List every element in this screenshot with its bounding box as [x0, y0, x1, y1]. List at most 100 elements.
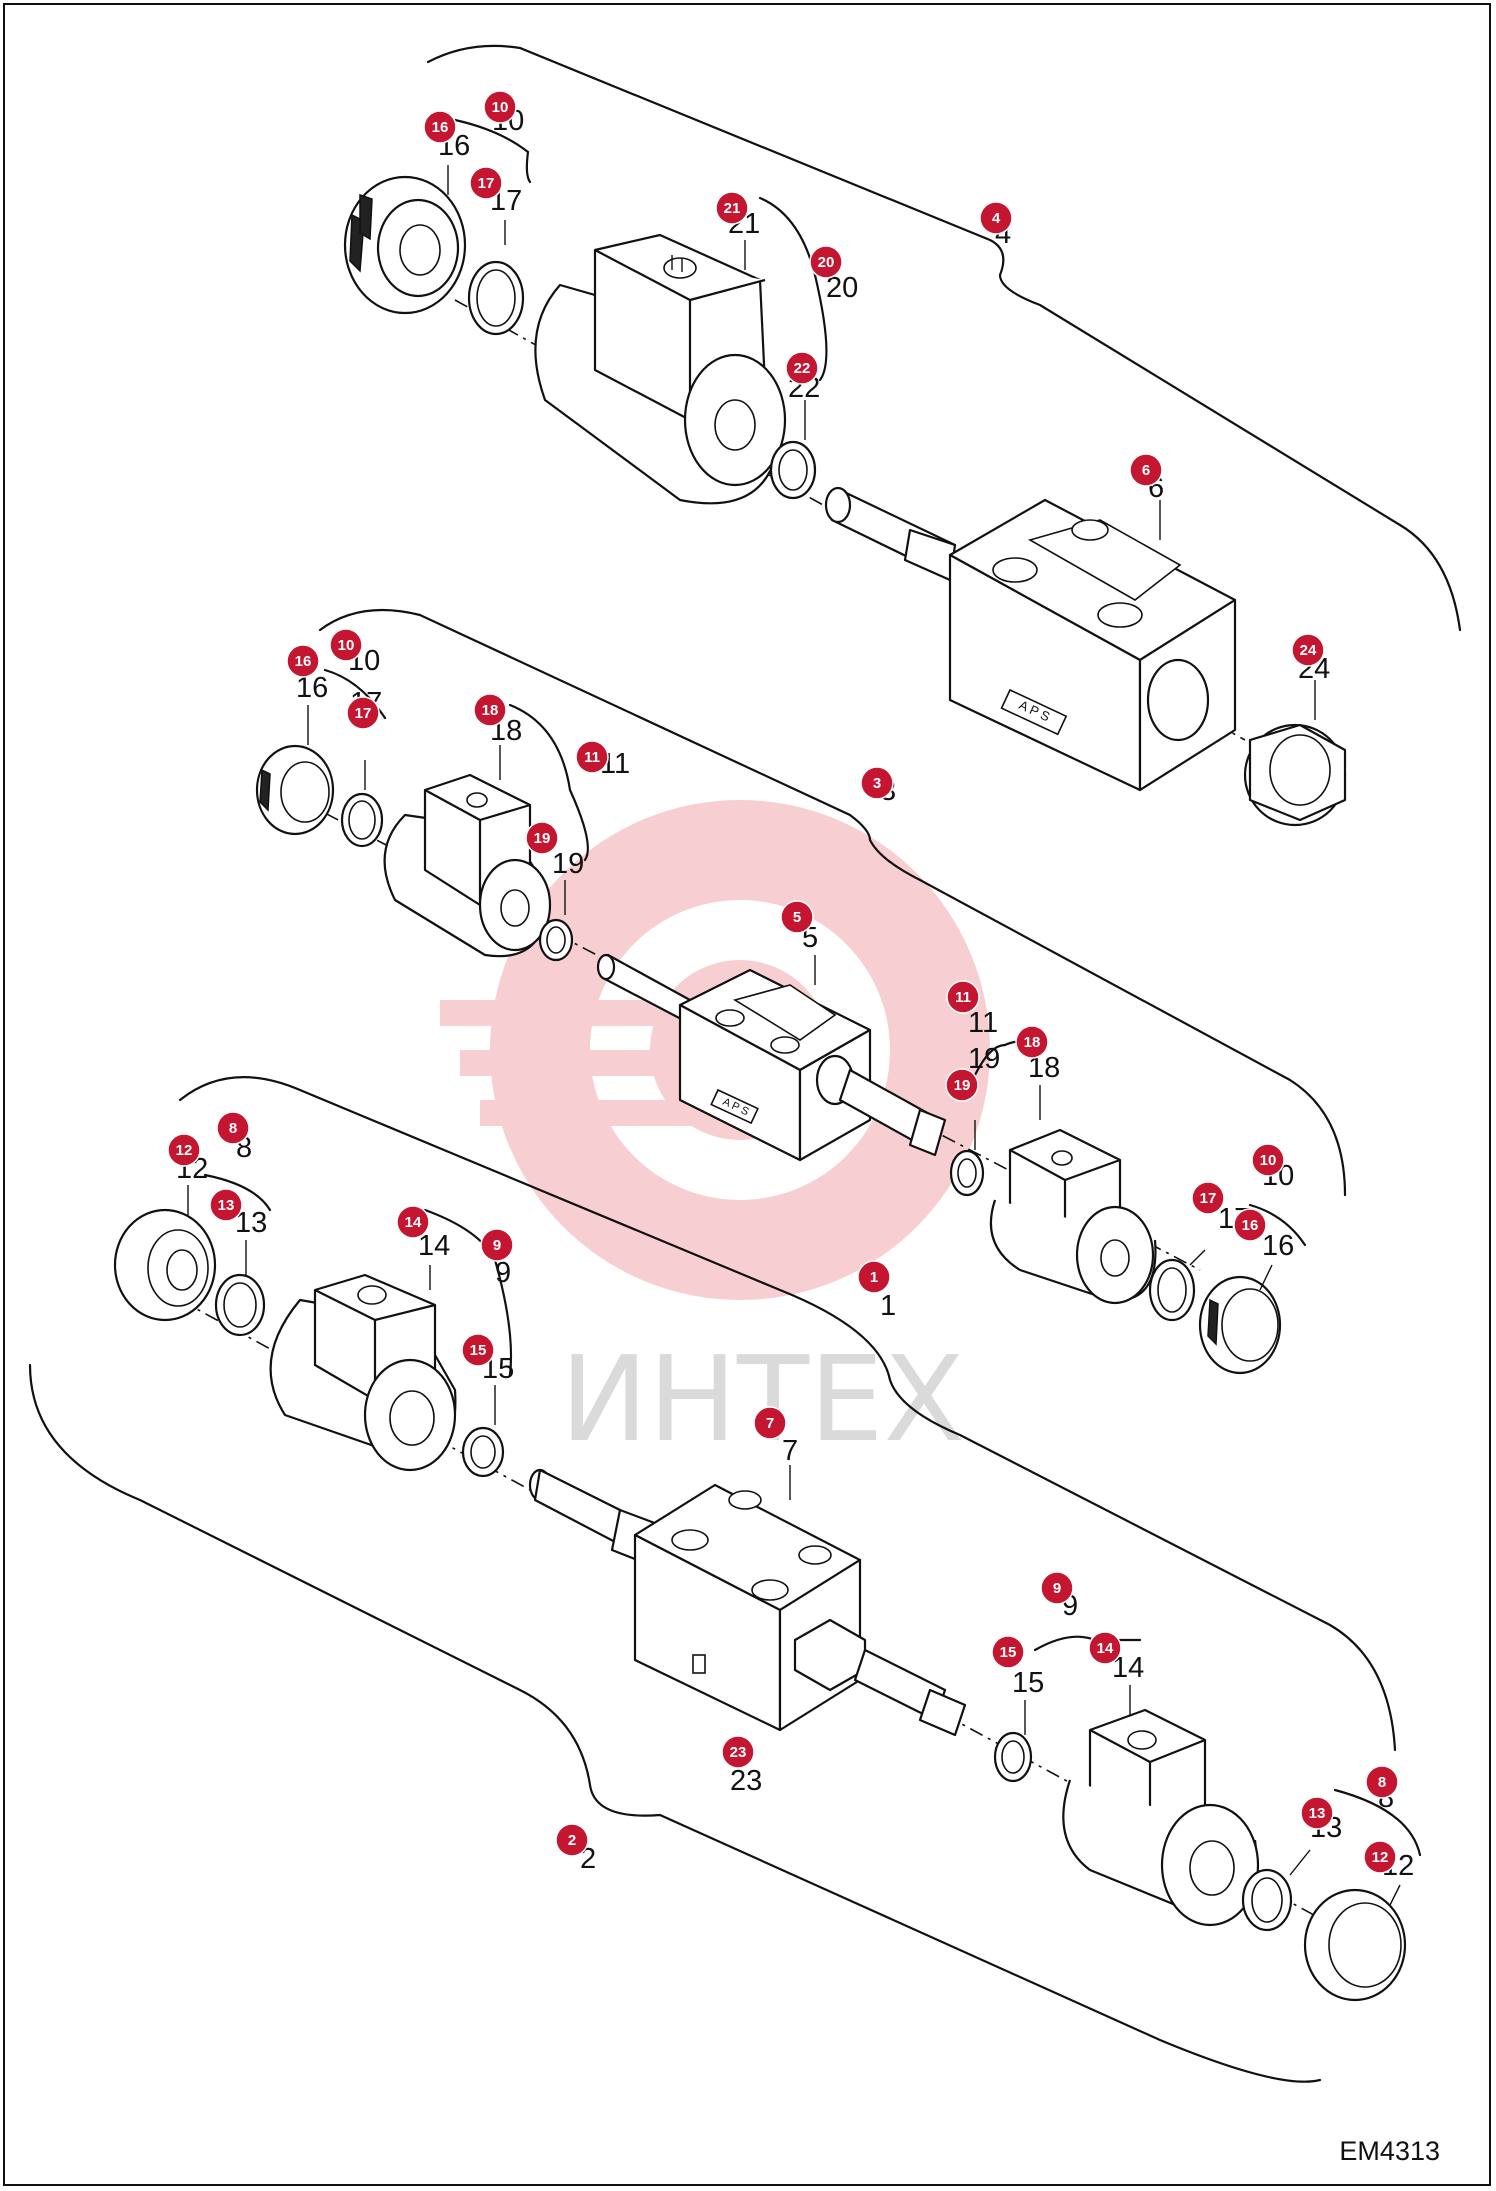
badge-3: 3	[860, 766, 894, 800]
svg-text:19: 19	[954, 1077, 971, 1094]
badge-2: 2	[555, 1823, 589, 1857]
coil-18-right	[989, 1128, 1157, 1305]
nut-12-right	[1303, 1888, 1407, 2002]
brace-top	[426, 44, 1462, 632]
svg-text:8: 8	[1378, 1774, 1386, 1791]
middle-assembly: A P S	[255, 744, 1282, 1375]
number-19-right: 19	[968, 1043, 1000, 1075]
svg-text:16: 16	[295, 653, 312, 670]
badge-6: 6	[1129, 453, 1163, 487]
plug-24	[1243, 723, 1347, 827]
svg-text:17: 17	[1200, 1190, 1217, 1207]
number-19-mid: 19	[552, 848, 584, 880]
brace-group-15-14-right	[1033, 1635, 1142, 1652]
brace-group-20	[758, 196, 828, 382]
svg-text:18: 18	[1024, 1034, 1041, 1051]
drawing-code: EM4313	[1339, 2136, 1440, 2166]
number-9: 9	[495, 1257, 511, 1289]
svg-text:11: 11	[955, 989, 971, 1006]
svg-text:17: 17	[478, 175, 495, 192]
svg-text:10: 10	[338, 637, 355, 654]
svg-text:16: 16	[432, 119, 449, 136]
top-assembly: A P S	[343, 175, 1347, 827]
badge-9: 9	[480, 1228, 514, 1262]
badge-13-right: 13	[1300, 1796, 1334, 1830]
svg-text:3: 3	[873, 775, 881, 792]
number-11-right: 11	[968, 1007, 998, 1039]
brace-group-16-17	[453, 118, 532, 184]
badge-21: 21	[715, 191, 749, 225]
badge-9-right: 9	[1040, 1571, 1074, 1605]
armature-tube-top	[824, 486, 957, 582]
badge-19-right: 19	[945, 1068, 979, 1102]
svg-text:12: 12	[1372, 1849, 1389, 1866]
svg-text:2: 2	[568, 1832, 576, 1849]
valve-body-7	[633, 1483, 862, 1732]
svg-text:23: 23	[730, 1744, 747, 1761]
svg-text:12: 12	[176, 1142, 193, 1159]
badge-14: 14	[396, 1205, 430, 1239]
badge-18-mid: 18	[473, 693, 507, 727]
badge-11-right: 11	[946, 980, 980, 1014]
badge-13: 13	[209, 1188, 243, 1222]
svg-text:21: 21	[724, 200, 741, 217]
badge-18-right: 18	[1015, 1025, 1049, 1059]
badge-10-mid: 10	[329, 628, 363, 662]
badge-16-right: 16	[1233, 1208, 1267, 1242]
brace-lower-upper	[178, 1076, 1397, 1752]
svg-text:6: 6	[1142, 462, 1150, 479]
coil-21	[534, 233, 787, 505]
svg-text:8: 8	[229, 1120, 237, 1137]
number-16-right: 16	[1262, 1230, 1294, 1262]
svg-text:22: 22	[794, 360, 811, 377]
valve-body-6: A P S	[948, 498, 1237, 792]
nut-16-right	[1198, 1275, 1282, 1375]
badge-16: 16	[423, 110, 457, 144]
number-23: 23	[730, 1765, 762, 1797]
svg-text:20: 20	[818, 254, 835, 271]
svg-text:14: 14	[405, 1214, 422, 1231]
number-7: 7	[782, 1435, 798, 1467]
badge-24: 24	[1291, 633, 1325, 667]
svg-text:13: 13	[1309, 1805, 1326, 1822]
badge-8-right: 8	[1365, 1765, 1399, 1799]
coil-18-left	[383, 773, 552, 958]
svg-text:9: 9	[493, 1237, 501, 1254]
svg-text:24: 24	[1300, 642, 1317, 659]
badge-22: 22	[785, 351, 819, 385]
svg-text:11: 11	[584, 749, 600, 766]
badge-4: 4	[979, 201, 1013, 235]
badge-14-right: 14	[1088, 1631, 1122, 1665]
badge-1: 1	[857, 1260, 891, 1294]
watermark-text: ИНТЕХ	[560, 1330, 964, 1468]
badge-10-right: 10	[1251, 1143, 1285, 1177]
badge-12: 12	[167, 1133, 201, 1167]
svg-text:10: 10	[1260, 1152, 1277, 1169]
badge-23: 23	[721, 1735, 755, 1769]
nut-16-top	[343, 175, 467, 315]
number-15-right: 15	[1012, 1667, 1044, 1699]
badge-17: 17	[469, 166, 503, 200]
badge-10: 10	[483, 90, 517, 124]
brace-middle	[318, 608, 1347, 1197]
badge-17-right: 17	[1191, 1181, 1225, 1215]
coil-14-right	[1062, 1708, 1260, 1927]
badge-15: 15	[461, 1333, 495, 1367]
armature-tube-middle-right	[815, 1054, 947, 1157]
badge-8: 8	[216, 1111, 250, 1145]
svg-text:18: 18	[482, 702, 499, 719]
svg-text:10: 10	[492, 99, 509, 116]
svg-text:7: 7	[766, 1415, 774, 1432]
svg-text:17: 17	[355, 705, 372, 722]
callout-badges: 16 10 17 21 20 22 4 6 24 16 10 17 18 11 …	[167, 90, 1399, 1874]
brace-group-12-13	[203, 1173, 272, 1212]
nut-12-left	[113, 1208, 217, 1322]
badge-11-mid: 11	[575, 740, 609, 774]
number-14: 14	[418, 1230, 450, 1262]
svg-text:16: 16	[1242, 1217, 1259, 1234]
badge-17-mid: 17	[346, 696, 380, 730]
drawing-frame	[3, 3, 1491, 2186]
coil-14-left	[269, 1273, 457, 1472]
badge-20: 20	[809, 245, 843, 279]
